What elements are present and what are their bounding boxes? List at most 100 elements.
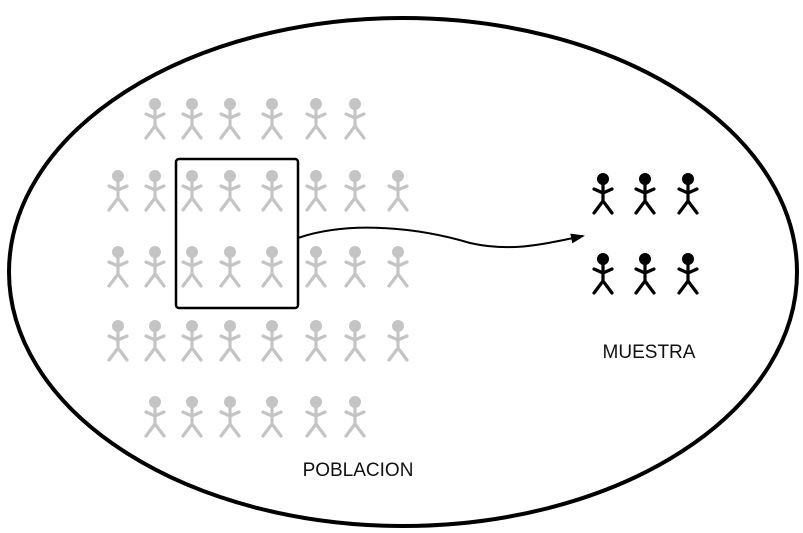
- figure-head: [682, 253, 694, 265]
- figure-head: [266, 246, 278, 258]
- figure-body: [181, 180, 203, 212]
- selection-arrow: [297, 226, 585, 249]
- sample-figures: [592, 173, 699, 295]
- figure-head: [186, 170, 198, 182]
- sample-figure: [592, 173, 614, 215]
- figure-body: [261, 406, 283, 438]
- population-figure: [219, 98, 241, 140]
- figure-body: [261, 330, 283, 362]
- figure-body: [261, 256, 283, 288]
- figure-body: [592, 263, 614, 295]
- figure-body: [144, 108, 166, 140]
- figure-body: [219, 180, 241, 212]
- sample-figure: [634, 173, 656, 215]
- sample-figure: [677, 253, 699, 295]
- population-figure: [261, 396, 283, 438]
- population-figure: [107, 246, 129, 288]
- figure-head: [186, 320, 198, 332]
- figure-head: [149, 246, 161, 258]
- figure-body: [387, 330, 409, 362]
- population-figure: [181, 396, 203, 438]
- figure-body: [634, 263, 656, 295]
- population-figure: [261, 98, 283, 140]
- figure-body: [181, 330, 203, 362]
- population-figure: [144, 396, 166, 438]
- figure-head: [149, 98, 161, 110]
- population-figure: [181, 320, 203, 362]
- population-figure: [261, 246, 283, 288]
- figure-head: [310, 396, 322, 408]
- figure-head: [310, 170, 322, 182]
- population-figure: [181, 170, 203, 212]
- figure-body: [592, 183, 614, 215]
- figure-head: [112, 170, 124, 182]
- figure-body: [261, 108, 283, 140]
- figure-head: [392, 170, 404, 182]
- population-figure: [344, 170, 366, 212]
- figure-body: [677, 263, 699, 295]
- figure-body: [305, 330, 327, 362]
- population-figure: [261, 170, 283, 212]
- figure-body: [305, 256, 327, 288]
- figure-body: [219, 256, 241, 288]
- figure-head: [149, 396, 161, 408]
- population-figure: [181, 98, 203, 140]
- figure-head: [224, 320, 236, 332]
- figure-body: [387, 180, 409, 212]
- figure-body: [144, 330, 166, 362]
- population-figure: [387, 320, 409, 362]
- population-label: POBLACION: [303, 460, 414, 481]
- figure-body: [144, 256, 166, 288]
- figure-head: [112, 246, 124, 258]
- figure-body: [344, 108, 366, 140]
- figure-head: [149, 320, 161, 332]
- population-figure: [387, 246, 409, 288]
- population-figures: [107, 98, 409, 438]
- population-figure: [344, 246, 366, 288]
- population-figure: [305, 170, 327, 212]
- figure-head: [392, 246, 404, 258]
- figure-head: [266, 320, 278, 332]
- population-figure: [305, 396, 327, 438]
- figure-head: [266, 98, 278, 110]
- population-figure: [219, 170, 241, 212]
- figure-head: [349, 320, 361, 332]
- figure-body: [107, 256, 129, 288]
- figure-head: [224, 98, 236, 110]
- figure-body: [344, 256, 366, 288]
- figure-head: [597, 173, 609, 185]
- figure-head: [597, 253, 609, 265]
- figure-body: [305, 108, 327, 140]
- figure-head: [186, 396, 198, 408]
- figure-head: [349, 396, 361, 408]
- figure-head: [224, 170, 236, 182]
- figure-head: [224, 246, 236, 258]
- figure-body: [261, 180, 283, 212]
- population-figure: [219, 396, 241, 438]
- population-figure: [344, 98, 366, 140]
- population-figure: [387, 170, 409, 212]
- figure-head: [149, 170, 161, 182]
- sample-figure: [677, 173, 699, 215]
- figure-head: [266, 170, 278, 182]
- population-figure: [144, 320, 166, 362]
- figure-body: [344, 180, 366, 212]
- figure-head: [186, 98, 198, 110]
- figure-head: [639, 253, 651, 265]
- figure-head: [349, 170, 361, 182]
- figure-body: [219, 330, 241, 362]
- population-figure: [344, 396, 366, 438]
- population-figure: [181, 246, 203, 288]
- figure-body: [107, 330, 129, 362]
- population-figure: [144, 170, 166, 212]
- population-figure: [305, 320, 327, 362]
- figure-body: [181, 256, 203, 288]
- population-figure: [261, 320, 283, 362]
- figure-body: [387, 256, 409, 288]
- figure-head: [266, 396, 278, 408]
- figure-head: [186, 246, 198, 258]
- sample-label: MUESTRA: [603, 342, 696, 363]
- sample-figure: [592, 253, 614, 295]
- figure-body: [107, 180, 129, 212]
